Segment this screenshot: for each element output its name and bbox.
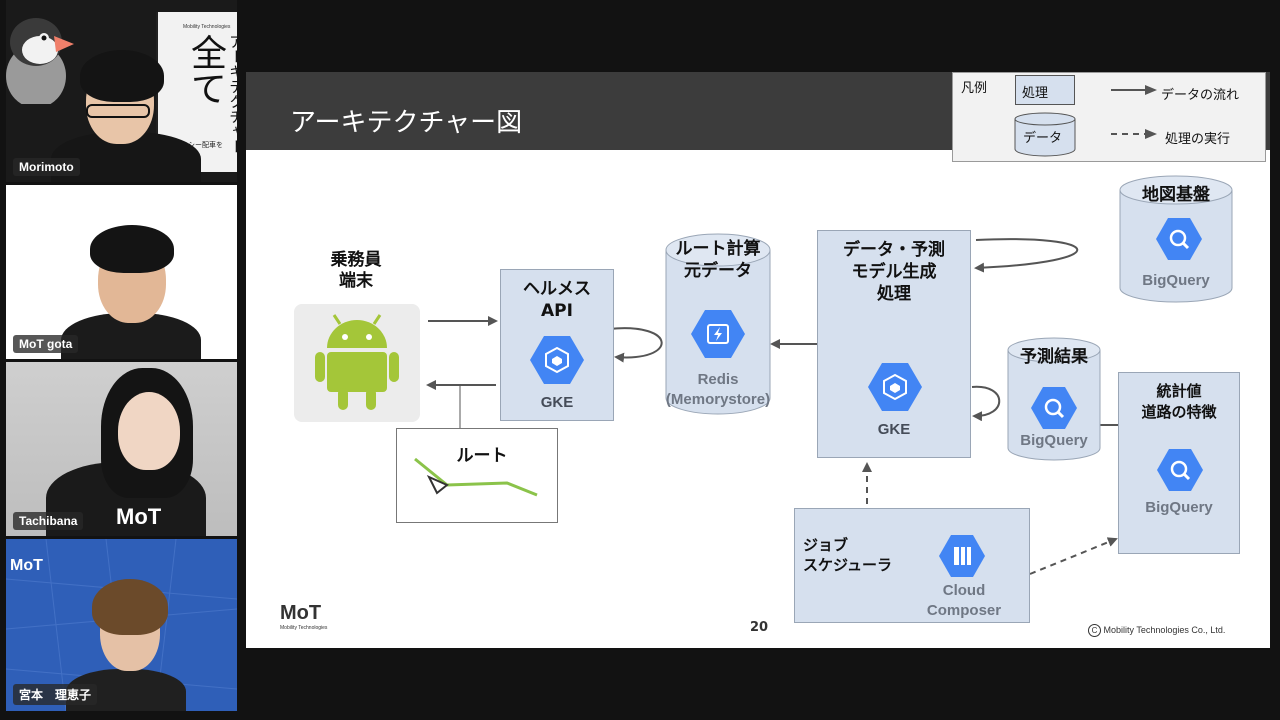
gke-icon: [530, 336, 584, 384]
hermes-service-label: GKE: [540, 394, 574, 411]
legend-data-label: データ: [1023, 131, 1063, 146]
book-title-big: 全て: [185, 34, 226, 106]
legend-data-cylinder-icon: [1014, 112, 1076, 157]
copyright-icon: C: [1088, 624, 1101, 637]
participant-tile-tachibana[interactable]: MoT Tachibana: [6, 362, 237, 536]
prediction-result-label: 予測結果: [1020, 347, 1088, 367]
predict-service-label: GKE: [877, 421, 911, 438]
participant-tile-mot-gota[interactable]: MoT gota: [6, 185, 237, 359]
stats-service-label: BigQuery: [1145, 499, 1213, 516]
result-service-label: BigQuery: [1020, 432, 1088, 449]
stats-label-line2: 道路の特徴: [1141, 403, 1217, 421]
shirt-logo: MoT: [116, 504, 162, 529]
legend-solid-arrow-icon: [1111, 85, 1157, 95]
legend-process-label: 処理: [1022, 86, 1049, 101]
hermes-api-box: ヘルメス API GKE: [500, 269, 614, 421]
participant-name: Morimoto: [13, 158, 80, 176]
android-icon: [294, 304, 420, 422]
memorystore-icon: [691, 310, 745, 358]
hermes-label-line2: API: [541, 301, 573, 321]
copyright: C Mobility Technologies Co., Ltd.: [1088, 624, 1225, 637]
stats-label-line1: 統計値: [1156, 382, 1202, 400]
predict-label-line2: モデル生成: [851, 262, 937, 282]
legend: 凡例 処理 データ データの流れ 処理の実行: [952, 72, 1266, 162]
legend-flow-label: データの流れ: [1161, 88, 1240, 103]
book-title-vertical: アーキテクチャー: [227, 34, 237, 154]
participant-name: MoT gota: [13, 335, 79, 353]
participant-name: 宮本 理恵子: [13, 684, 98, 705]
participant-tile-miyamoto[interactable]: MoT 宮本 理恵子: [6, 539, 237, 711]
bird-avatar-icon: [6, 14, 76, 108]
job-label-line2: スケジューラ: [803, 556, 892, 574]
gke-icon: [868, 363, 922, 411]
presentation-slide: アーキテクチャー図 凡例 処理 データ データの流れ 処理の実行: [246, 72, 1270, 648]
job-label-line1: ジョブ: [803, 536, 849, 554]
diagram-connectors: [426, 238, 1118, 575]
prediction-model-box: データ・予測 モデル生成 処理 GKE: [817, 230, 971, 458]
redis-service-label: Redis (Memorystore): [665, 371, 771, 408]
tile-logo: MoT: [10, 557, 43, 574]
page-number: 20: [750, 620, 769, 635]
map-service-label: BigQuery: [1142, 272, 1210, 289]
route-label: ルート: [456, 446, 508, 466]
driver-terminal-label: 乗務員 端末: [330, 250, 382, 291]
route-source-label: ルート計算 元データ: [675, 239, 761, 281]
legend-exec-label: 処理の実行: [1165, 132, 1231, 147]
cloud-composer-icon: [939, 535, 985, 577]
route-box: ルート: [396, 428, 558, 523]
book-brand: Mobility Technologies: [183, 24, 231, 30]
slide-title: アーキテクチャー図: [290, 108, 523, 138]
legend-title: 凡例: [961, 81, 988, 96]
bigquery-icon: [1156, 218, 1202, 260]
map-platform-label: 地図基盤: [1142, 185, 1210, 205]
mot-logo: MoT Mobility Technologies: [280, 602, 328, 631]
route-line-icon: [414, 457, 538, 497]
bigquery-icon: [1031, 387, 1077, 429]
legend-dashed-arrow-icon: [1111, 129, 1157, 139]
predict-label-line1: データ・予測: [843, 240, 945, 260]
job-scheduler-box: ジョブ スケジューラ Cloud Composer: [794, 508, 1030, 623]
composer-label: Cloud Composer: [926, 582, 1002, 619]
bigquery-icon: [1157, 449, 1203, 491]
participant-name: Tachibana: [13, 512, 84, 530]
hermes-label-line1: ヘルメス: [523, 279, 591, 299]
road-stats-box: 統計値 道路の特徴 BigQuery: [1118, 372, 1240, 554]
predict-label-line3: 処理: [877, 284, 911, 304]
legend-process-box: 処理: [1015, 75, 1075, 105]
participant-tile-morimoto[interactable]: Mobility Technologies 全て アーキテクチャー タクシー配車…: [6, 0, 237, 182]
